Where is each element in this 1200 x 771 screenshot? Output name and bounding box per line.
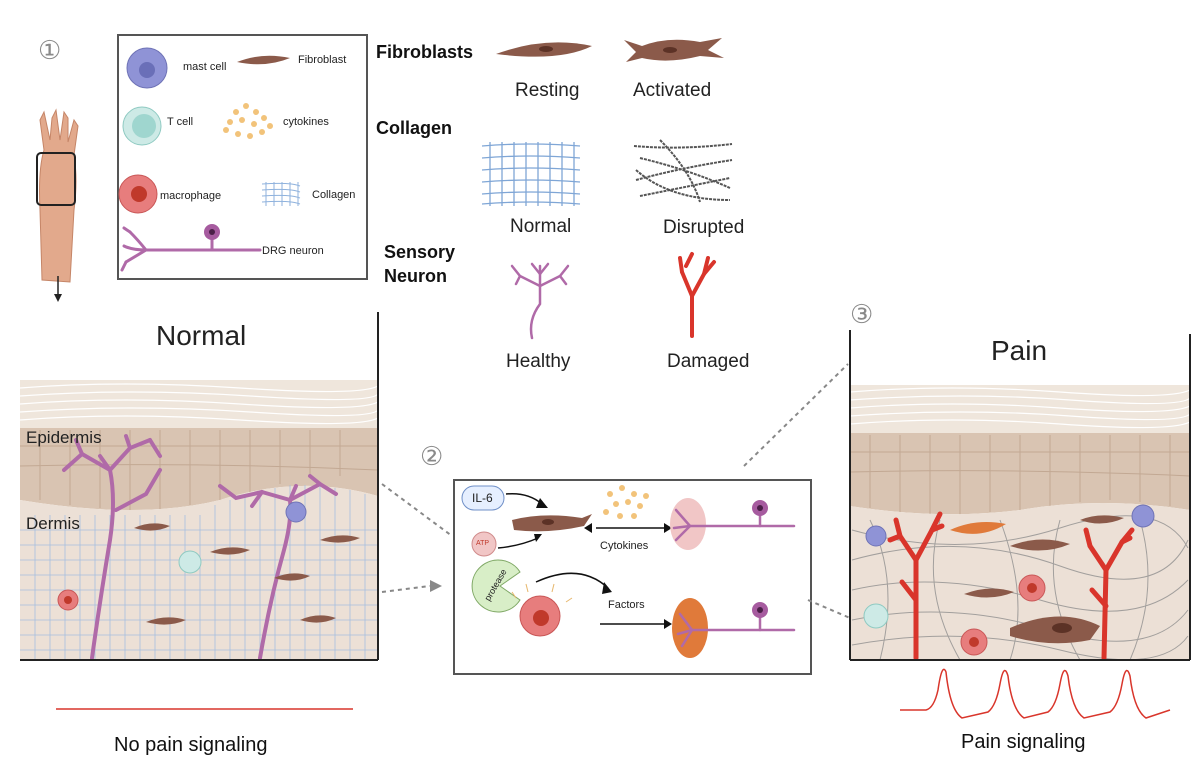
fibroblast-resting-label: Resting [515,80,580,101]
fibroblasts-heading: Fibroblasts [376,42,474,62]
legend-t-cell-label: T cell [167,116,194,128]
damaged-neuron-icon [678,252,716,338]
neuron-healthy-label: Healthy [506,351,571,372]
normal-collagen-icon [481,142,581,206]
disrupted-collagen-icon [633,139,733,203]
step-1-marker: ① [38,36,62,66]
cytokines-icon [223,103,273,139]
atp-label: ATP [476,540,490,547]
pain-signal-trace [900,668,1171,719]
legend-cytokines-label: cytokines [283,116,329,128]
pain-signaling-caption: Pain signaling [961,731,1086,753]
legend-fibroblast-label: Fibroblast [298,54,347,66]
drg-neuron-icon [120,226,262,272]
collagen-heading: Collagen [376,118,453,138]
il6-label: IL-6 [472,491,493,505]
fibroblast-activated-label: Activated [633,80,712,101]
legend-macrophage-label: macrophage [160,190,222,202]
neuron-damaged-label: Damaged [667,351,750,372]
step-3-marker: ③ [850,300,874,330]
sensory-heading-line1: Sensory [384,242,456,262]
cytokines-label: Cytokines [600,540,649,552]
collagen-normal-label: Normal [510,216,572,237]
step-2-marker: ② [420,442,444,472]
legend-mast-cell-label: mast cell [183,61,227,73]
fibroblast-icon [237,55,290,65]
collagen-icon [261,182,301,206]
epidermis-label: Epidermis [26,428,102,447]
healthy-neuron-icon [510,262,570,340]
pain-panel-title: Pain [991,335,1048,366]
factors-label: Factors [608,599,645,611]
no-pain-caption: No pain signaling [114,734,268,756]
collagen-disrupted-label: Disrupted [663,217,745,238]
dermis-label: Dermis [26,514,80,533]
legend-collagen-label: Collagen [312,189,356,201]
normal-panel-title: Normal [156,320,247,351]
sensory-heading-line2: Neuron [384,266,447,286]
legend-drg-neuron-label: DRG neuron [262,245,324,257]
legend-box [117,34,368,280]
mechanism-box [453,479,812,675]
